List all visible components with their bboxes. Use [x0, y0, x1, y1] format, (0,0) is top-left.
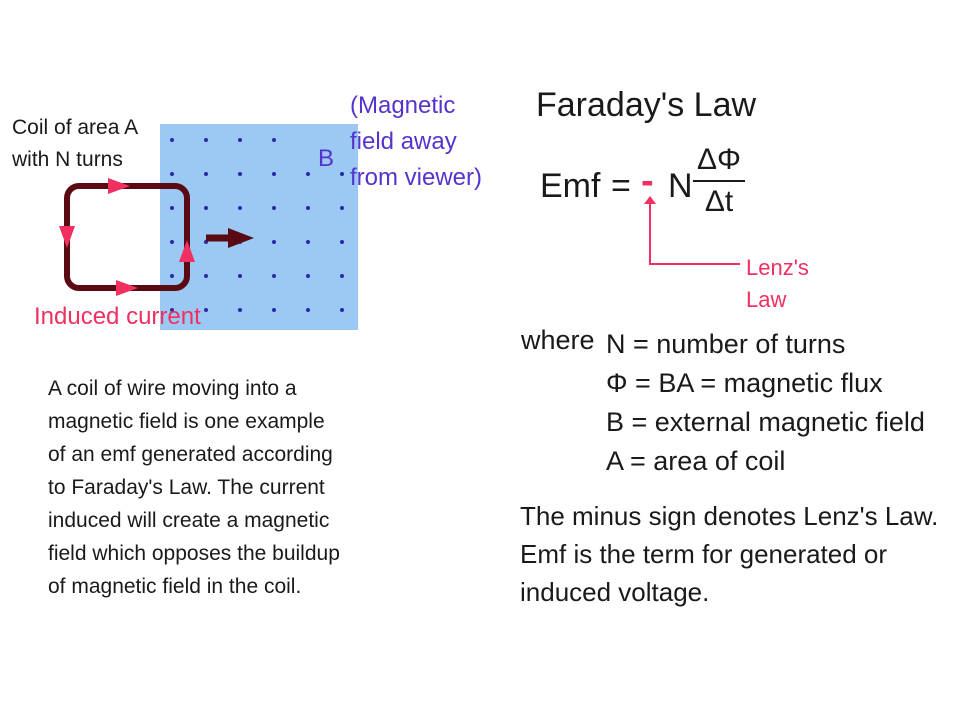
- lenz-pointer-arrowhead: [644, 196, 656, 204]
- lenz-law-label: Lenz's Law: [746, 252, 809, 316]
- field-dot: [238, 138, 242, 142]
- field-dot: [272, 308, 276, 312]
- field-dot: [170, 172, 174, 176]
- fraction-numerator: ΔΦ: [697, 143, 741, 176]
- induced-current-arrows: [59, 178, 195, 296]
- field-dot: [170, 308, 174, 312]
- field-dot: [238, 274, 242, 278]
- field-dot: [306, 240, 310, 244]
- current-arrow-left: [59, 226, 75, 248]
- explanation-line-3: of an emf generated according: [48, 443, 333, 466]
- flux-fraction: ΔΦ Δt: [693, 142, 745, 220]
- motion-arrow: [206, 228, 254, 248]
- induced-current-label: Induced current: [34, 303, 201, 330]
- definition-flux: Φ = BA = magnetic flux: [606, 368, 883, 398]
- emf-symbol: Emf: [540, 167, 601, 205]
- field-dot: [306, 206, 310, 210]
- minus-sign: -: [641, 160, 654, 202]
- coil-label: Coil of area A with N turns: [12, 112, 138, 176]
- coil-diagram: Coil of area A with N turns B (Magnetic …: [0, 0, 520, 340]
- field-dot: [340, 308, 344, 312]
- field-dot: [204, 138, 208, 142]
- lenz-label-line-1: Lenz's: [746, 255, 809, 280]
- magnetic-field-note-line-1: (Magnetic: [350, 92, 456, 119]
- magnetic-field-note-line-2: field away: [350, 128, 457, 155]
- lenz-pointer: [644, 196, 740, 265]
- field-dot: [170, 138, 174, 142]
- explanation-line-1: A coil of wire moving into a: [48, 377, 297, 400]
- field-dot: [340, 206, 344, 210]
- field-dot: [272, 240, 276, 244]
- field-b-label: B: [318, 145, 335, 172]
- fraction-bar: [693, 180, 745, 182]
- definition-b: B = external magnetic field: [606, 407, 925, 437]
- current-arrow-bottom: [116, 280, 138, 296]
- field-dot: [272, 172, 276, 176]
- field-dot: [170, 240, 174, 244]
- field-dot: [170, 274, 174, 278]
- magnetic-field-note: (Magnetic field away from viewer): [350, 88, 482, 196]
- explanation-line-2: magnetic field is one example: [48, 410, 325, 433]
- field-dot: [204, 172, 208, 176]
- explanation-line-5: induced will create a magnetic: [48, 509, 330, 532]
- field-dot: [340, 172, 344, 176]
- field-dot: [340, 240, 344, 244]
- current-arrow-top: [108, 178, 130, 194]
- field-dot: [238, 172, 242, 176]
- lenz-explanation-line-2: Emf is the term for generated or: [520, 539, 888, 569]
- definition-n: N = number of turns: [606, 329, 846, 359]
- field-dot: [272, 274, 276, 278]
- field-dot: [204, 274, 208, 278]
- coil-label-line-1: Coil of area A: [12, 116, 139, 139]
- lenz-label-line-2: Law: [746, 287, 787, 312]
- field-dots: [170, 138, 344, 312]
- magnetic-field-note-line-3: from viewer): [350, 164, 483, 191]
- fraction-denominator: Δt: [704, 185, 734, 218]
- field-dot: [272, 138, 276, 142]
- coil-field-figure: [59, 124, 358, 330]
- law-title: Faraday's Law: [536, 86, 757, 124]
- coil-label-line-2: with N turns: [12, 148, 123, 171]
- definitions-list: N = number of turns Φ = BA = magnetic fl…: [606, 325, 925, 481]
- field-dot: [272, 206, 276, 210]
- lenz-explanation-line-3: induced voltage.: [520, 577, 710, 607]
- field-dot: [204, 308, 208, 312]
- lenz-pointer-line: [649, 202, 740, 265]
- field-dot: [238, 206, 242, 210]
- definition-a: A = area of coil: [606, 446, 786, 476]
- lenz-explanation: The minus sign denotes Lenz's Law. Emf i…: [520, 497, 938, 611]
- magnetic-field-region: [160, 124, 358, 330]
- field-dot: [306, 172, 310, 176]
- equals-sign: =: [611, 167, 631, 205]
- where-label: where: [521, 325, 595, 355]
- n-symbol: N: [668, 167, 693, 205]
- field-dot: [340, 274, 344, 278]
- lenz-explanation-line-1: The minus sign denotes Lenz's Law.: [520, 501, 939, 531]
- explanation-line-4: to Faraday's Law. The current: [48, 476, 325, 499]
- field-dot: [306, 274, 310, 278]
- coil-explanation: A coil of wire moving into a magnetic fi…: [48, 372, 340, 603]
- field-dot: [238, 308, 242, 312]
- field-dot: [204, 206, 208, 210]
- field-dot: [170, 206, 174, 210]
- explanation-line-7: of magnetic field in the coil.: [48, 575, 302, 598]
- explanation-line-6: field which opposes the buildup: [48, 542, 340, 565]
- field-dot: [306, 308, 310, 312]
- current-arrow-right: [179, 240, 195, 262]
